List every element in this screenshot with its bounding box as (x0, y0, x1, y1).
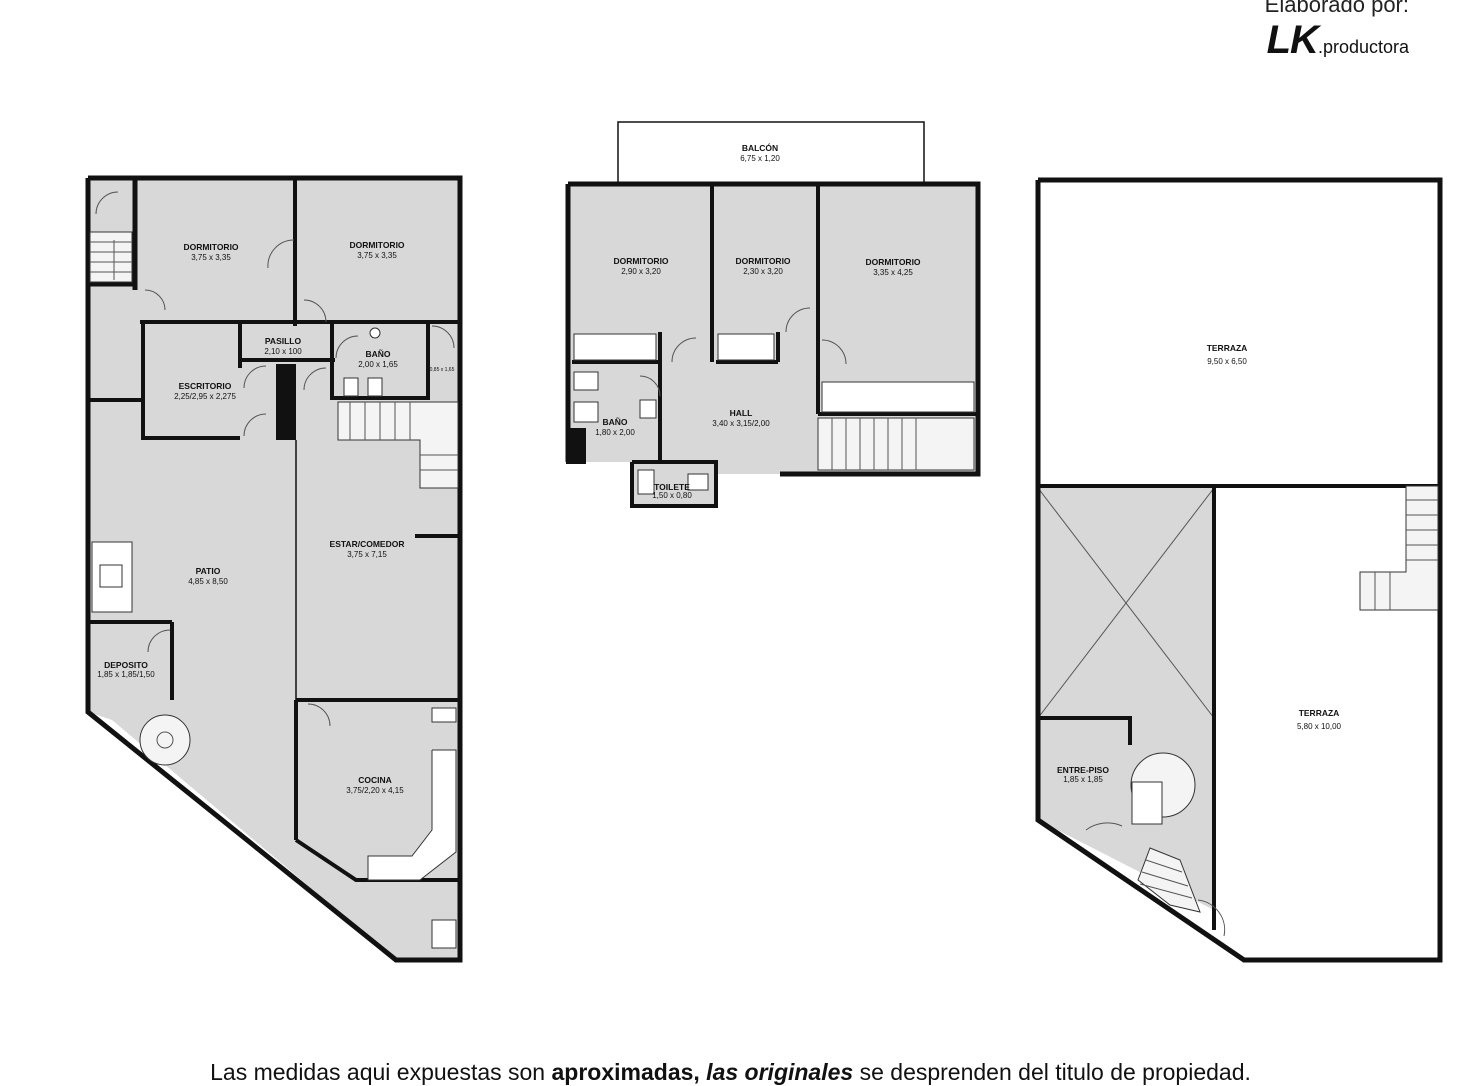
f2-dormitorio-a-dims: 2,90 x 3,20 (621, 267, 661, 276)
f2-toilete-dims: 1,50 x 0,80 (652, 491, 692, 500)
f2-bano-label: BAÑO (602, 417, 627, 427)
f3-terraza-right-dims: 5,80 x 10,00 (1297, 722, 1342, 731)
f2-dormitorio-c-dims: 3,35 x 4,25 (873, 268, 913, 277)
f1-bano-label: BAÑO (365, 349, 390, 359)
f2-balcon-label: BALCÓN (742, 142, 778, 153)
disclaimer-part2: se desprenden del titulo de propiedad. (853, 1059, 1251, 1085)
f1-estar-dims: 3,75 x 7,15 (347, 550, 387, 559)
f1-patio-dims: 4,85 x 8,50 (188, 577, 228, 586)
f2-balcon-dims: 6,75 x 1,20 (740, 154, 780, 163)
f1-pasillo-dims: 2,10 x 100 (264, 347, 302, 356)
f1-escritorio-dims: 2,25/2,95 x 2,275 (174, 392, 236, 401)
f2-toilete-label: TOILETE (654, 482, 690, 492)
f1-dormitorio-b-label: DORMITORIO (349, 240, 404, 250)
f3-terraza-top-label: TERRAZA (1207, 343, 1248, 353)
f1-dormitorio-a-label: DORMITORIO (183, 242, 238, 252)
f2-dormitorio-c-label: DORMITORIO (865, 257, 920, 267)
f1-patio-label: PATIO (196, 566, 221, 576)
f2-hall-dims: 3,40 x 3,15/2,00 (712, 419, 770, 428)
credit-block: Elaborado por: LK.productora (1265, 0, 1409, 63)
f1-dormitorio-b-dims: 3,75 x 3,35 (357, 251, 397, 260)
floor-1-plan (85, 175, 463, 963)
floor-2-plan (565, 121, 981, 508)
f1-dormitorio-a-dims: 3,75 x 3,35 (191, 253, 231, 262)
f1-small-room-dims: 0,85 x 1,65 (430, 367, 455, 373)
f1-deposito-dims: 1,85 x 1,85/1,50 (97, 670, 155, 679)
f3-entrepiso-dims: 1,85 x 1,85 (1063, 775, 1103, 784)
measurement-disclaimer: Las medidas aqui expuestas son aproximad… (0, 1059, 1461, 1086)
f1-estar-label: ESTAR/COMEDOR (330, 539, 405, 549)
f1-bano-dims: 2,00 x 1,65 (358, 360, 398, 369)
f1-escritorio-label: ESCRITORIO (179, 381, 232, 391)
brand-logo-suffix: .productora (1317, 37, 1409, 57)
disclaimer-bold-italic: las originales (699, 1059, 854, 1085)
f2-dormitorio-b-label: DORMITORIO (735, 256, 790, 266)
f2-dormitorio-a-label: DORMITORIO (613, 256, 668, 266)
credit-text: Elaborado por: (1264, 0, 1409, 17)
f2-dormitorio-b-dims: 2,30 x 3,20 (743, 267, 783, 276)
f1-pasillo-label: PASILLO (265, 336, 302, 346)
f3-entrepiso-label: ENTRE-PISO (1057, 765, 1109, 775)
disclaimer-part1: Las medidas aqui expuestas son (210, 1059, 552, 1085)
f2-hall-label: HALL (730, 408, 753, 418)
f1-cocina-dims: 3,75/2,20 x 4,15 (346, 786, 404, 795)
f3-terraza-top-dims: 9,50 x 6,50 (1207, 357, 1247, 366)
floor-3-plan (1035, 177, 1443, 963)
f1-cocina-label: COCINA (358, 775, 392, 785)
disclaimer-bold: aproximadas, (551, 1059, 700, 1085)
f3-terraza-right-label: TERRAZA (1299, 708, 1340, 718)
f2-bano-dims: 1,80 x 2,00 (595, 428, 635, 437)
brand-logo: LK (1266, 18, 1319, 62)
f1-deposito-label: DEPOSITO (104, 660, 148, 670)
